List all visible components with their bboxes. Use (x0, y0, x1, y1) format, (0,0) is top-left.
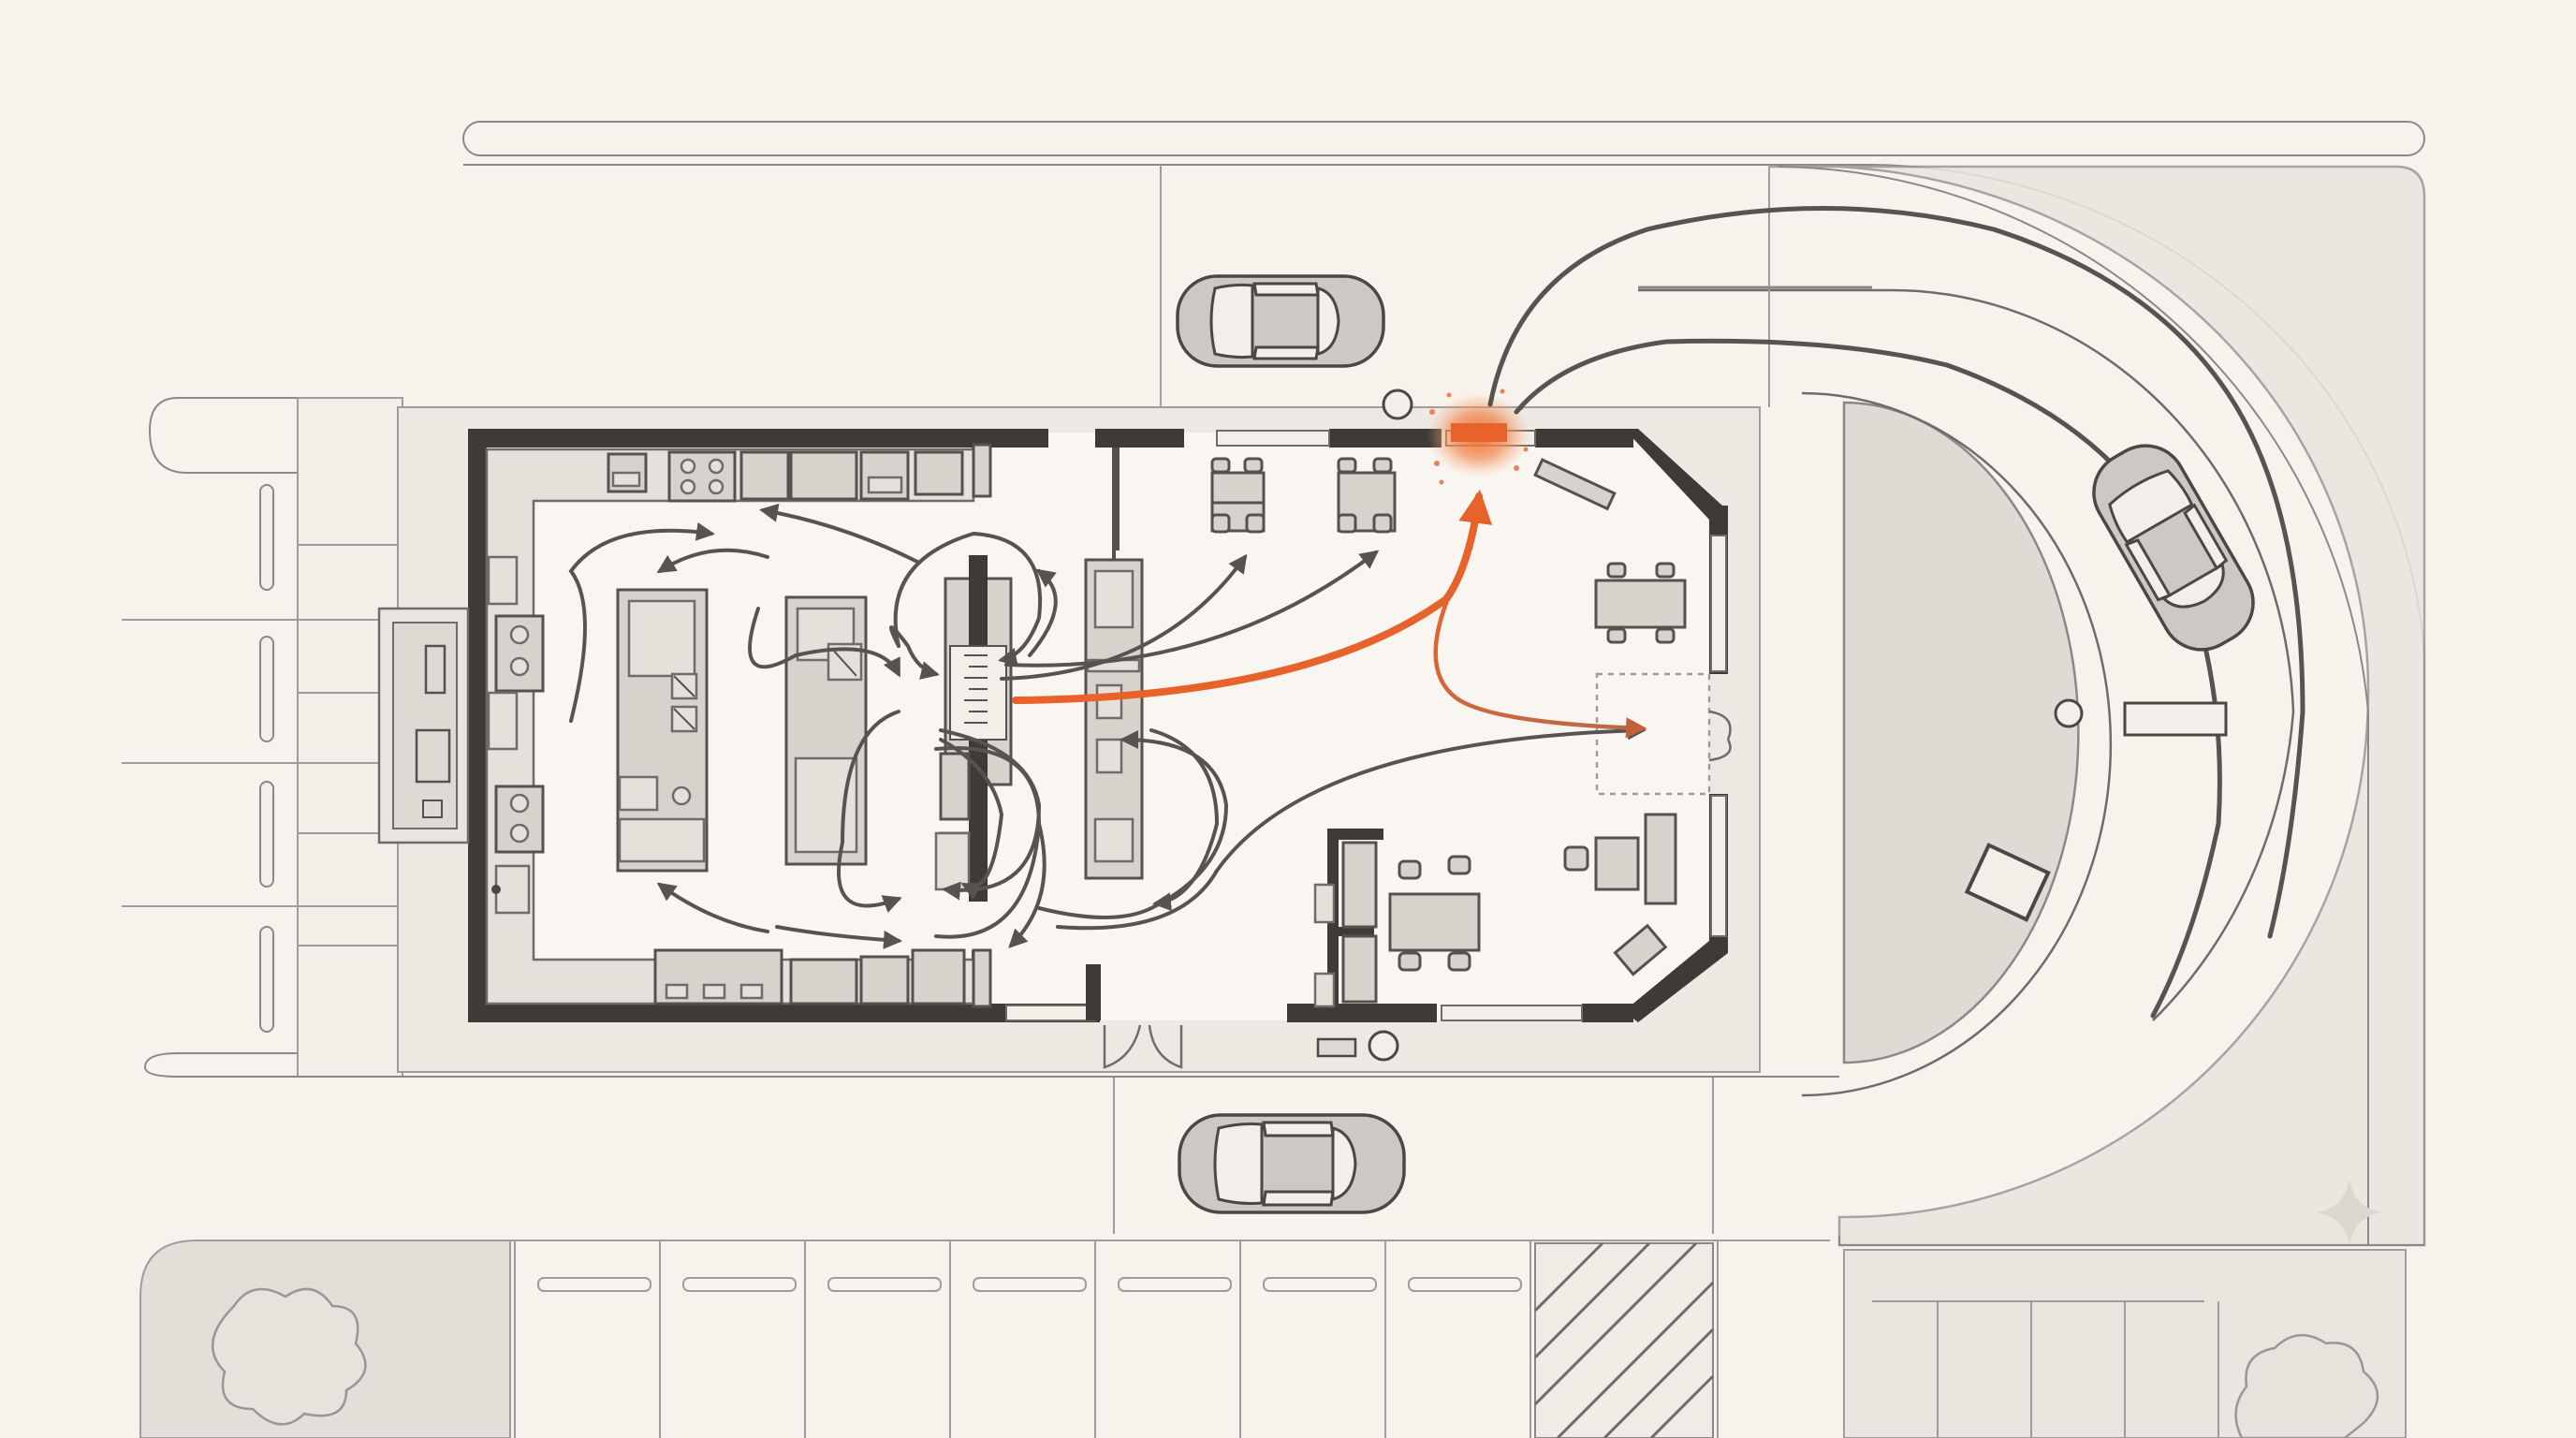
drive-through-window-shelf (1533, 458, 1617, 511)
menu-board-marker (2054, 698, 2084, 728)
car-icon (2092, 444, 2255, 652)
menu-board (1964, 843, 2051, 922)
order-point-pad (2123, 701, 2228, 737)
prep-island-2 (784, 595, 868, 866)
tree-icon (211, 1287, 367, 1426)
building (377, 389, 1732, 1069)
booth-seating (1313, 841, 1378, 1008)
table-with-chairs-icon (1563, 813, 1677, 905)
table-with-chairs-icon (1210, 457, 1266, 534)
exterior-equipment (377, 607, 470, 844)
customer-path-to-drive-thru (1012, 489, 1493, 704)
car-icon (1176, 274, 1385, 368)
bollard-top (1382, 389, 1413, 420)
lane-guide-1 (1638, 288, 2295, 1021)
window-bench (1613, 923, 1668, 976)
sparkle-icon (2317, 1180, 2382, 1245)
accessible-stall-hatch (1533, 1241, 1715, 1438)
kitchen-equipment-top (607, 443, 992, 503)
drive-through-lane (1769, 165, 2426, 1247)
exterior-walls (468, 429, 1728, 1022)
side-door-wall (1086, 964, 1101, 1020)
lane-edge-curve (1778, 166, 2369, 1245)
bollard-bottom (1368, 1030, 1399, 1062)
kitchen-flow-arrows (568, 503, 1647, 949)
prep-island-1 (616, 588, 709, 873)
car-icon (1178, 1113, 1406, 1214)
drive-thru-to-exit-path (1433, 568, 1647, 739)
door-swing-icon (1103, 1024, 1183, 1069)
service-counter (1084, 558, 1144, 880)
drive-thru-route-lines (1487, 206, 2305, 1019)
left-sidewalk-bottom (143, 1052, 402, 1078)
left-curb-stops (259, 484, 274, 1033)
table-with-chairs-icon (1388, 855, 1481, 972)
left-sidewalk (148, 397, 402, 474)
kitchen-equipment-left (487, 555, 545, 915)
table-with-chairs-icon (1594, 562, 1687, 644)
top-curb (462, 121, 2425, 156)
tree-icon (2234, 1333, 2379, 1438)
trash-bin (1316, 1037, 1357, 1058)
road-edge (1838, 1236, 2424, 1246)
kitchen-equipment-bottom (653, 948, 992, 1008)
lane-edge-outer (1801, 391, 2113, 1097)
conflict-burst-icon (1427, 389, 1530, 485)
table-with-chairs-icon (1337, 457, 1397, 534)
